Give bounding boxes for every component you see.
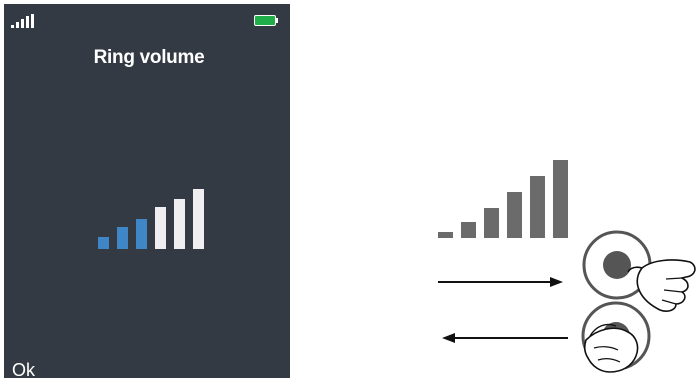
arrow-left-icon bbox=[442, 333, 568, 343]
volume-bar bbox=[193, 189, 204, 249]
volume-bar bbox=[98, 237, 109, 249]
phone-screen: Ring volume Ok bbox=[4, 4, 290, 380]
status-bar bbox=[4, 4, 290, 30]
navigation-key-icon bbox=[582, 230, 652, 300]
volume-bar bbox=[155, 207, 166, 249]
signal-strength-icon bbox=[11, 14, 34, 28]
volume-bar bbox=[461, 222, 476, 238]
volume-bar bbox=[530, 176, 545, 238]
volume-bar bbox=[174, 199, 185, 249]
battery-tip bbox=[276, 18, 278, 23]
volume-bar bbox=[484, 208, 499, 238]
page-title: Ring volume bbox=[93, 47, 205, 68]
battery-icon bbox=[254, 15, 276, 26]
volume-bar bbox=[117, 227, 128, 249]
ring-volume-level-indicator[interactable] bbox=[90, 179, 210, 249]
volume-bar bbox=[507, 192, 522, 238]
arrow-right-icon bbox=[438, 277, 563, 287]
ok-softkey[interactable]: Ok bbox=[12, 360, 36, 380]
volume-bar bbox=[438, 232, 453, 238]
volume-bar bbox=[136, 219, 147, 249]
navigation-key-illustration bbox=[438, 160, 696, 373]
volume-bars-illustration bbox=[438, 160, 568, 238]
pointing-hand-icon bbox=[627, 259, 696, 312]
volume-bar bbox=[553, 160, 568, 238]
pointing-hand-icon bbox=[583, 323, 639, 373]
